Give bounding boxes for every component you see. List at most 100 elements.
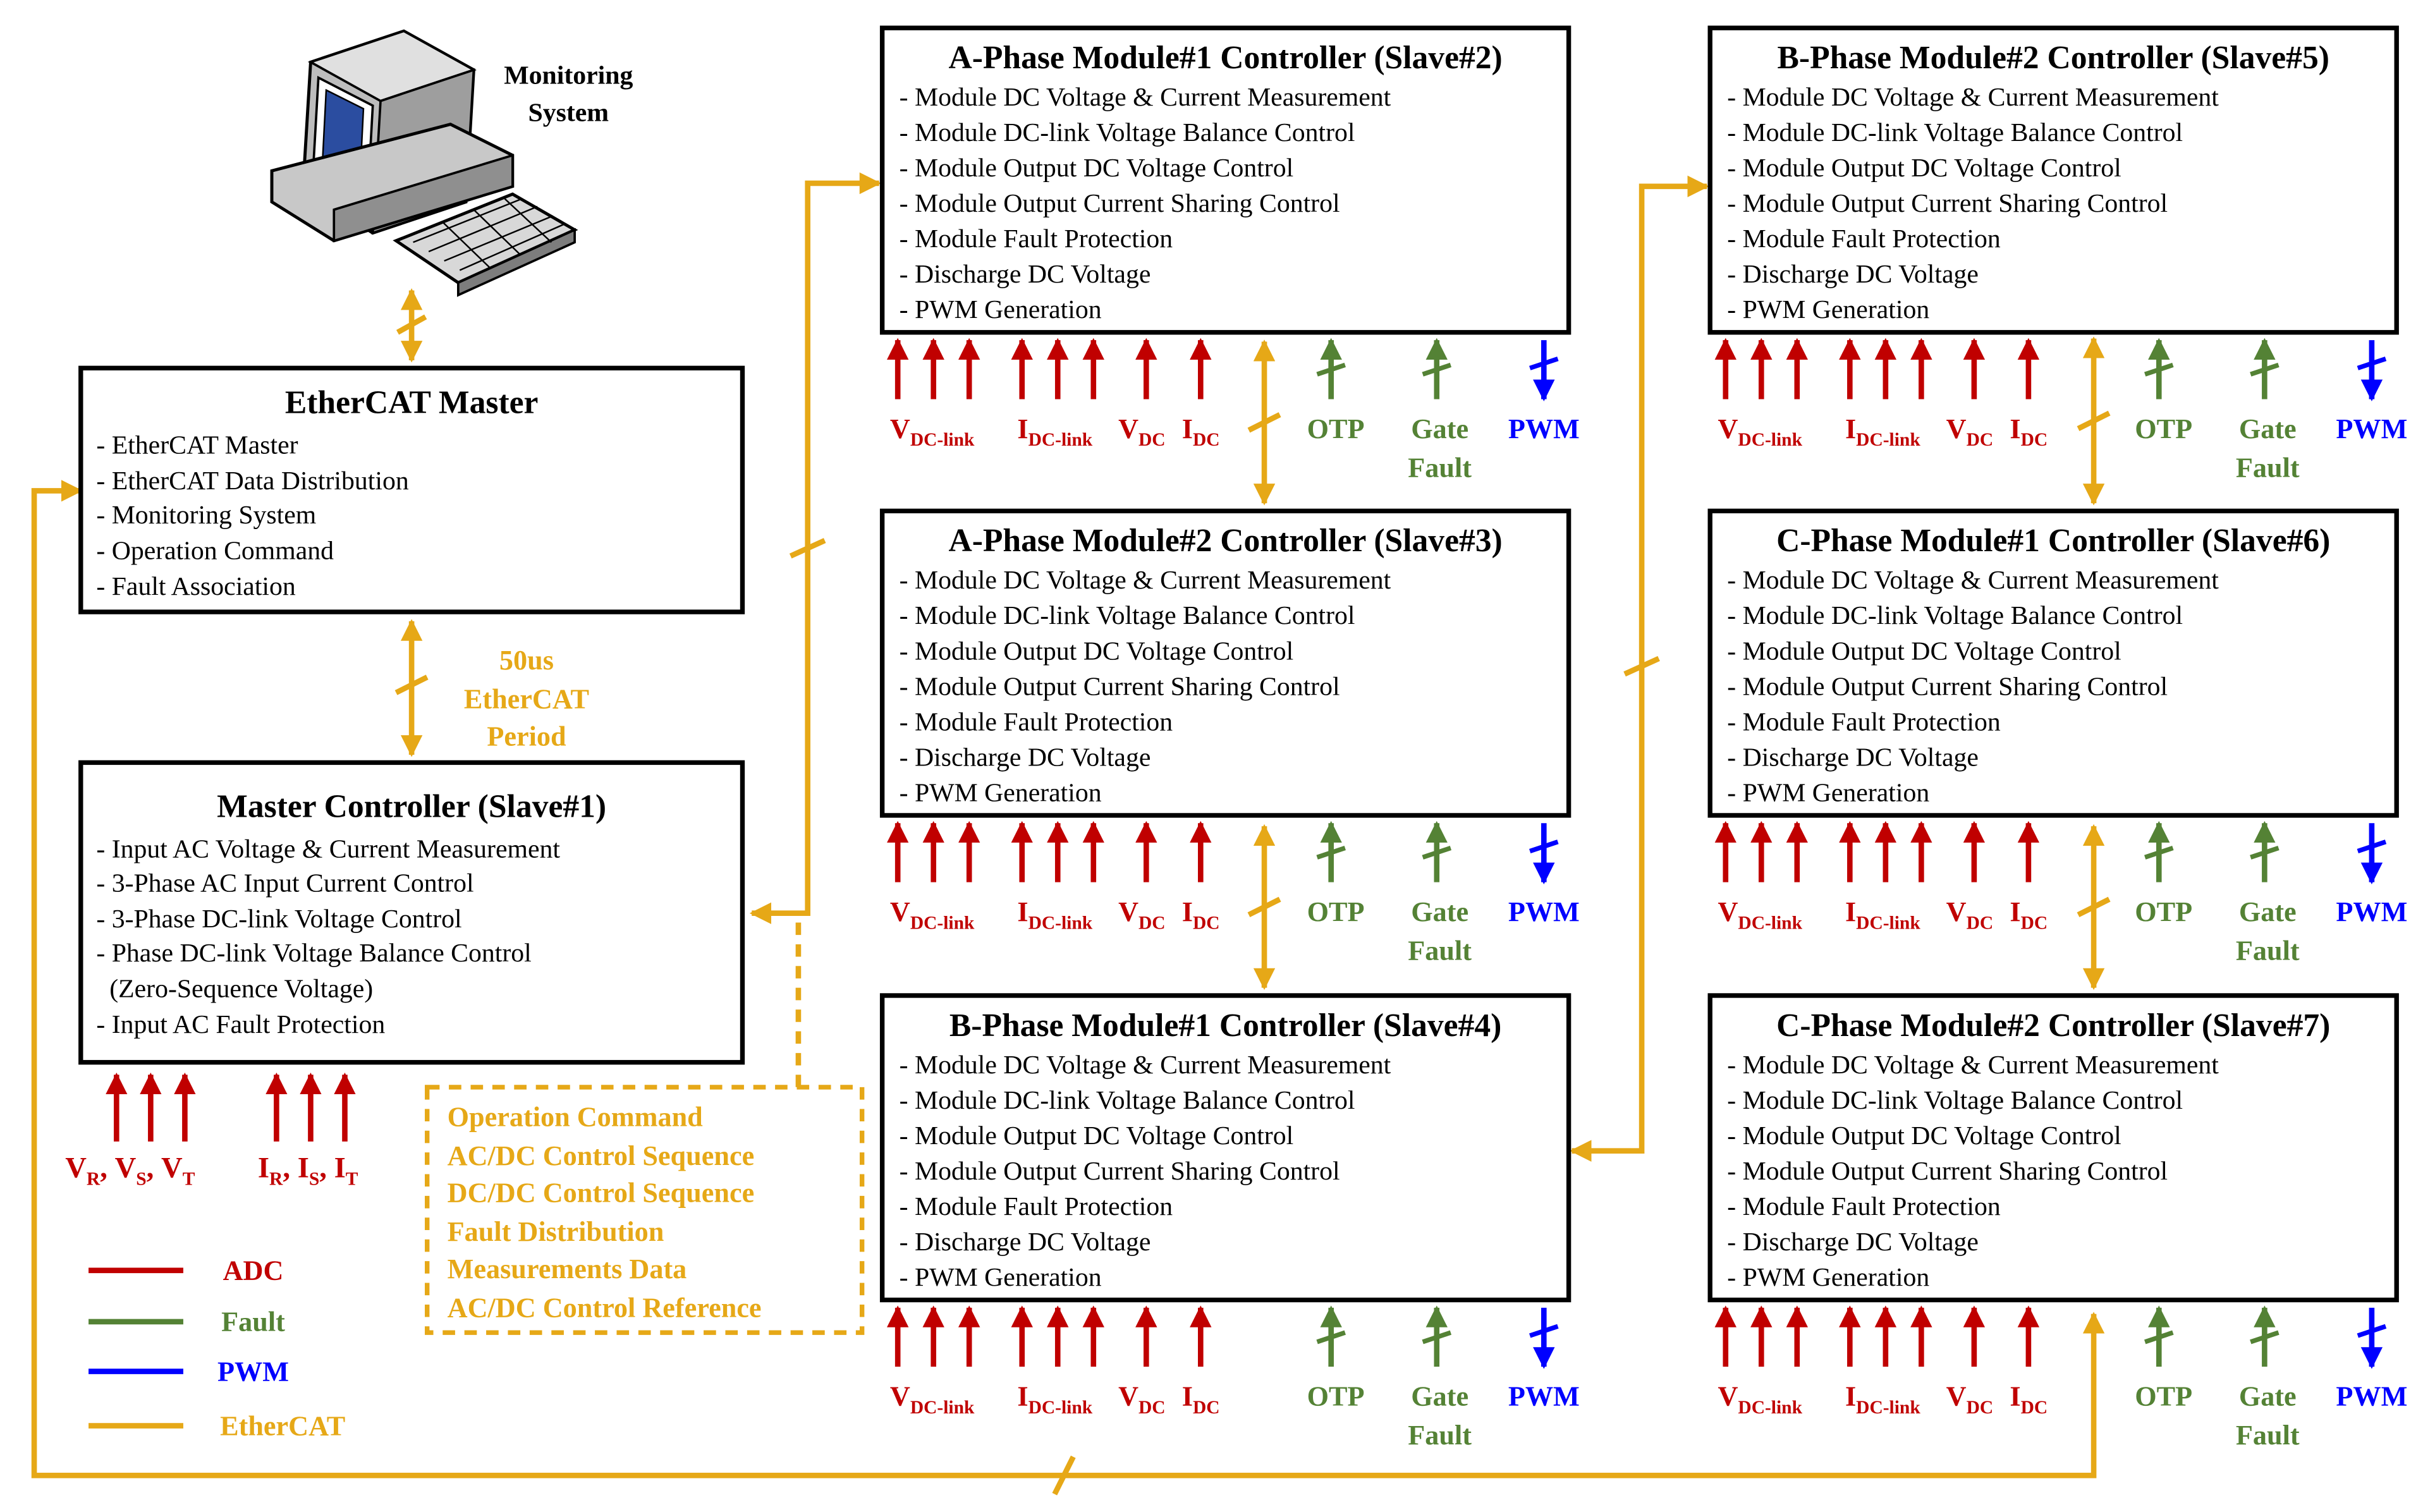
label-idc: IDC	[1182, 1381, 1220, 1418]
label-gate: Gate	[2239, 896, 2297, 927]
module-controller-box: A-Phase Module#2 Controller (Slave#3)- M…	[879, 508, 1580, 966]
module-function-line: - Module Fault Protection	[1727, 224, 2001, 253]
label-otp: OTP	[2135, 1381, 2192, 1412]
label-pwm: PWM	[1508, 1381, 1580, 1412]
data-box-line: AC/DC Control Reference	[448, 1293, 762, 1324]
module-function-line: - Module Fault Protection	[1727, 707, 2001, 736]
pwm-arrow-mark	[2357, 839, 2387, 853]
legend-pwm-label: PWM	[217, 1356, 289, 1387]
module-function-line: - Discharge DC Voltage	[900, 1228, 1151, 1257]
ethercat-master-title: EtherCAT Master	[285, 385, 539, 421]
module-controller-box: C-Phase Module#1 Controller (Slave#6)- M…	[1707, 508, 2407, 966]
label-gate-fault: Fault	[2236, 1420, 2300, 1451]
module-function-line: - Module Output Current Sharing Control	[1727, 189, 2168, 218]
period-line3: Period	[487, 721, 566, 752]
module-function-line: - Module DC Voltage & Current Measuremen…	[900, 83, 1391, 112]
module-function-line: - Module Fault Protection	[900, 1192, 1173, 1221]
label-gate-fault: Fault	[2236, 452, 2300, 483]
module-function-line: - Module Fault Protection	[900, 707, 1173, 736]
module-function-line: - Module Output Current Sharing Control	[900, 672, 1340, 701]
data-box-line: AC/DC Control Sequence	[448, 1140, 755, 1171]
period-line1: 50us	[499, 645, 554, 676]
label-idc: IDC	[2010, 1381, 2048, 1418]
label-gate: Gate	[1411, 896, 1468, 927]
module-function-line: - Module DC-link Voltage Balance Control	[900, 601, 1355, 630]
legend-ethercat-label: EtherCAT	[220, 1410, 345, 1441]
label-idc: IDC	[1182, 413, 1220, 450]
label-vdc: VDC	[1946, 896, 1994, 933]
module-function-line: - Module DC Voltage & Current Measuremen…	[1727, 1051, 2219, 1080]
module-function-line: - PWM Generation	[1727, 1263, 1929, 1292]
monitoring-label-line2: System	[528, 99, 609, 128]
module-signal-arrows	[1714, 338, 2387, 401]
label-idc: IDC	[2010, 413, 2048, 450]
module-signal-arrows	[886, 1305, 1559, 1369]
label-voltage-inputs: VR, VS, VT	[65, 1151, 195, 1189]
label-gate-fault: Fault	[1408, 452, 1472, 483]
module-function-line: - Module DC Voltage & Current Measuremen…	[1727, 83, 2219, 112]
label-gate-fault: Fault	[1408, 1420, 1472, 1451]
ethercat-data-box: Operation Command AC/DC Control Sequence…	[425, 1085, 865, 1335]
module-function-line: - PWM Generation	[1727, 295, 1929, 324]
module-function-line: - Discharge DC Voltage	[1727, 260, 1979, 289]
module-signal-arrows	[886, 338, 1559, 401]
label-otp: OTP	[1307, 413, 1365, 444]
period-line2: EtherCAT	[464, 683, 589, 714]
module-function-line: - Module Fault Protection	[900, 224, 1173, 253]
module-controller-box: B-Phase Module#1 Controller (Slave#4)- M…	[879, 993, 1580, 1451]
module-title: A-Phase Module#1 Controller (Slave#2)	[948, 40, 1502, 76]
label-otp: OTP	[2135, 896, 2192, 927]
fault-arrow-mark	[2250, 846, 2280, 860]
fault-arrow-mark	[2144, 1330, 2174, 1344]
module-function-line: - Discharge DC Voltage	[1727, 1228, 1979, 1257]
module-function-line: - Discharge DC Voltage	[1727, 743, 1979, 772]
fault-arrow-mark	[2144, 362, 2174, 377]
module-function-line: - Module Output DC Voltage Control	[1727, 154, 2121, 183]
module-function-line: - PWM Generation	[900, 295, 1102, 324]
label-idc: IDC	[1182, 896, 1220, 933]
module-function-line: - Module Output Current Sharing Control	[900, 189, 1340, 218]
label-vdc: VDC	[1946, 413, 1994, 450]
master-controller-line: (Zero-Sequence Voltage)	[96, 974, 373, 1003]
label-vdc: VDC	[1118, 413, 1166, 450]
module-controllers: A-Phase Module#1 Controller (Slave#2) - M…	[879, 25, 2407, 1451]
fault-arrow-mark	[1316, 362, 1346, 377]
master-controller-line: - Input AC Voltage & Current Measurement	[96, 834, 560, 863]
label-gate: Gate	[1411, 1381, 1468, 1412]
label-otp: OTP	[1307, 896, 1365, 927]
label-gate: Gate	[1411, 413, 1468, 444]
fault-arrow-mark	[2250, 1330, 2280, 1344]
module-controller-box: B-Phase Module#2 Controller (Slave#5)- M…	[1707, 25, 2407, 483]
module-function-line: - Module Output DC Voltage Control	[900, 637, 1294, 666]
label-idclink: IDC-link	[1845, 413, 1920, 450]
label-vdclink: VDC-link	[1718, 896, 1802, 933]
pwm-arrow-mark	[1529, 1324, 1559, 1338]
data-box-line: Measurements Data	[448, 1253, 687, 1284]
label-current-inputs: IR, IS, IT	[258, 1151, 358, 1189]
legend-adc-label: ADC	[223, 1255, 284, 1286]
module-function-line: - Module DC Voltage & Current Measuremen…	[900, 1051, 1391, 1080]
label-pwm: PWM	[1508, 413, 1580, 444]
module-function-line: - Module Output Current Sharing Control	[1727, 1157, 2168, 1186]
monitoring-computer-icon	[270, 29, 578, 297]
label-pwm: PWM	[2336, 413, 2407, 444]
master-controller-line: - 3-Phase AC Input Current Control	[96, 869, 473, 898]
module-function-line: - Module DC-link Voltage Balance Control	[900, 118, 1355, 147]
module-function-line: - PWM Generation	[900, 1263, 1102, 1292]
label-vdclink: VDC-link	[1718, 413, 1802, 450]
label-vdc: VDC	[1946, 1381, 1994, 1418]
master-controller-title: Master Controller (Slave#1)	[217, 788, 606, 824]
module-function-line: - Module DC-link Voltage Balance Control	[900, 1086, 1355, 1115]
label-vdclink: VDC-link	[890, 413, 975, 450]
module-signal-arrows	[1714, 1305, 2387, 1369]
label-idclink: IDC-link	[1845, 896, 1920, 933]
master-line: - EtherCAT Master	[96, 430, 298, 460]
link-slave7-master	[31, 480, 2105, 1478]
fault-arrow-mark	[1422, 362, 1452, 377]
master-line: - EtherCAT Data Distribution	[96, 466, 408, 496]
label-otp: OTP	[1307, 1381, 1365, 1412]
label-idclink: IDC-link	[1017, 413, 1092, 450]
fault-arrow-mark	[1316, 1330, 1346, 1344]
